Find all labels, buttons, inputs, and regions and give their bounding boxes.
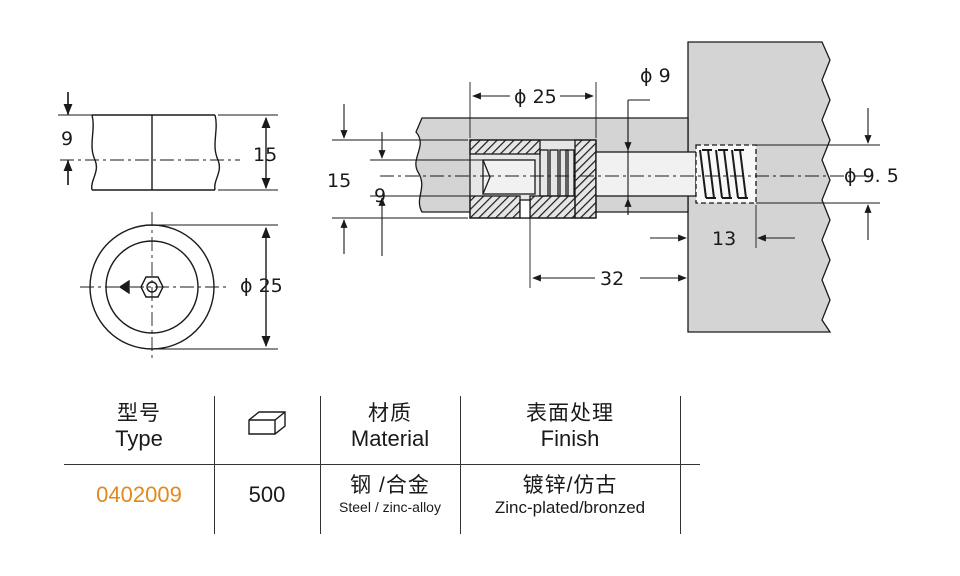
dim-13: 13 <box>712 228 736 250</box>
header-finish-en: Finish <box>540 426 600 451</box>
header-material-en: Material <box>350 426 430 451</box>
box-icon <box>248 411 286 435</box>
finish-en: Zinc-plated/bronzed <box>494 498 646 517</box>
vertical-panel <box>687 41 832 333</box>
dim-phi25-left: ϕ 25 <box>240 275 283 297</box>
finish-value: 镀锌/仿古 Zinc-plated/bronzed <box>460 474 680 518</box>
header-type: 型号 Type <box>64 402 214 452</box>
dim-9-right: 9 <box>374 185 386 207</box>
quantity-value: 500 <box>248 482 286 507</box>
dim-15-right: 15 <box>327 170 351 192</box>
header-type-zh: 型号 <box>117 402 161 425</box>
header-finish-zh: 表面处理 <box>526 402 614 425</box>
header-finish: 表面处理 Finish <box>460 402 680 452</box>
type-code: 0402009 <box>96 482 182 507</box>
front-view <box>80 212 278 362</box>
material-en: Steel / zinc-alloy <box>339 499 441 515</box>
table-divider <box>460 396 461 534</box>
dim-phi25-top: ϕ 25 <box>514 86 557 108</box>
header-quantity <box>214 408 320 443</box>
header-type-en: Type <box>115 426 163 451</box>
material-value: 钢 /合金 Steel / zinc-alloy <box>320 474 460 516</box>
header-material-zh: 材质 <box>368 402 412 425</box>
finish-zh: 镀锌/仿古 <box>522 474 618 497</box>
table-divider <box>680 396 681 534</box>
material-zh: 钢 /合金 <box>350 474 430 497</box>
table-divider <box>320 396 321 534</box>
table-divider <box>214 396 215 534</box>
dim-15-left: 15 <box>253 144 277 166</box>
cam-housing <box>469 139 597 219</box>
dim-phi9-5: ϕ 9. 5 <box>844 165 899 187</box>
side-view <box>58 92 278 191</box>
dim-phi9: ϕ 9 <box>640 65 671 87</box>
table-header-rule <box>64 464 700 465</box>
connector-bolt <box>595 144 757 204</box>
header-material: 材质 Material <box>320 402 460 452</box>
dim-32: 32 <box>600 268 624 290</box>
dim-9-left: 9 <box>61 128 73 150</box>
